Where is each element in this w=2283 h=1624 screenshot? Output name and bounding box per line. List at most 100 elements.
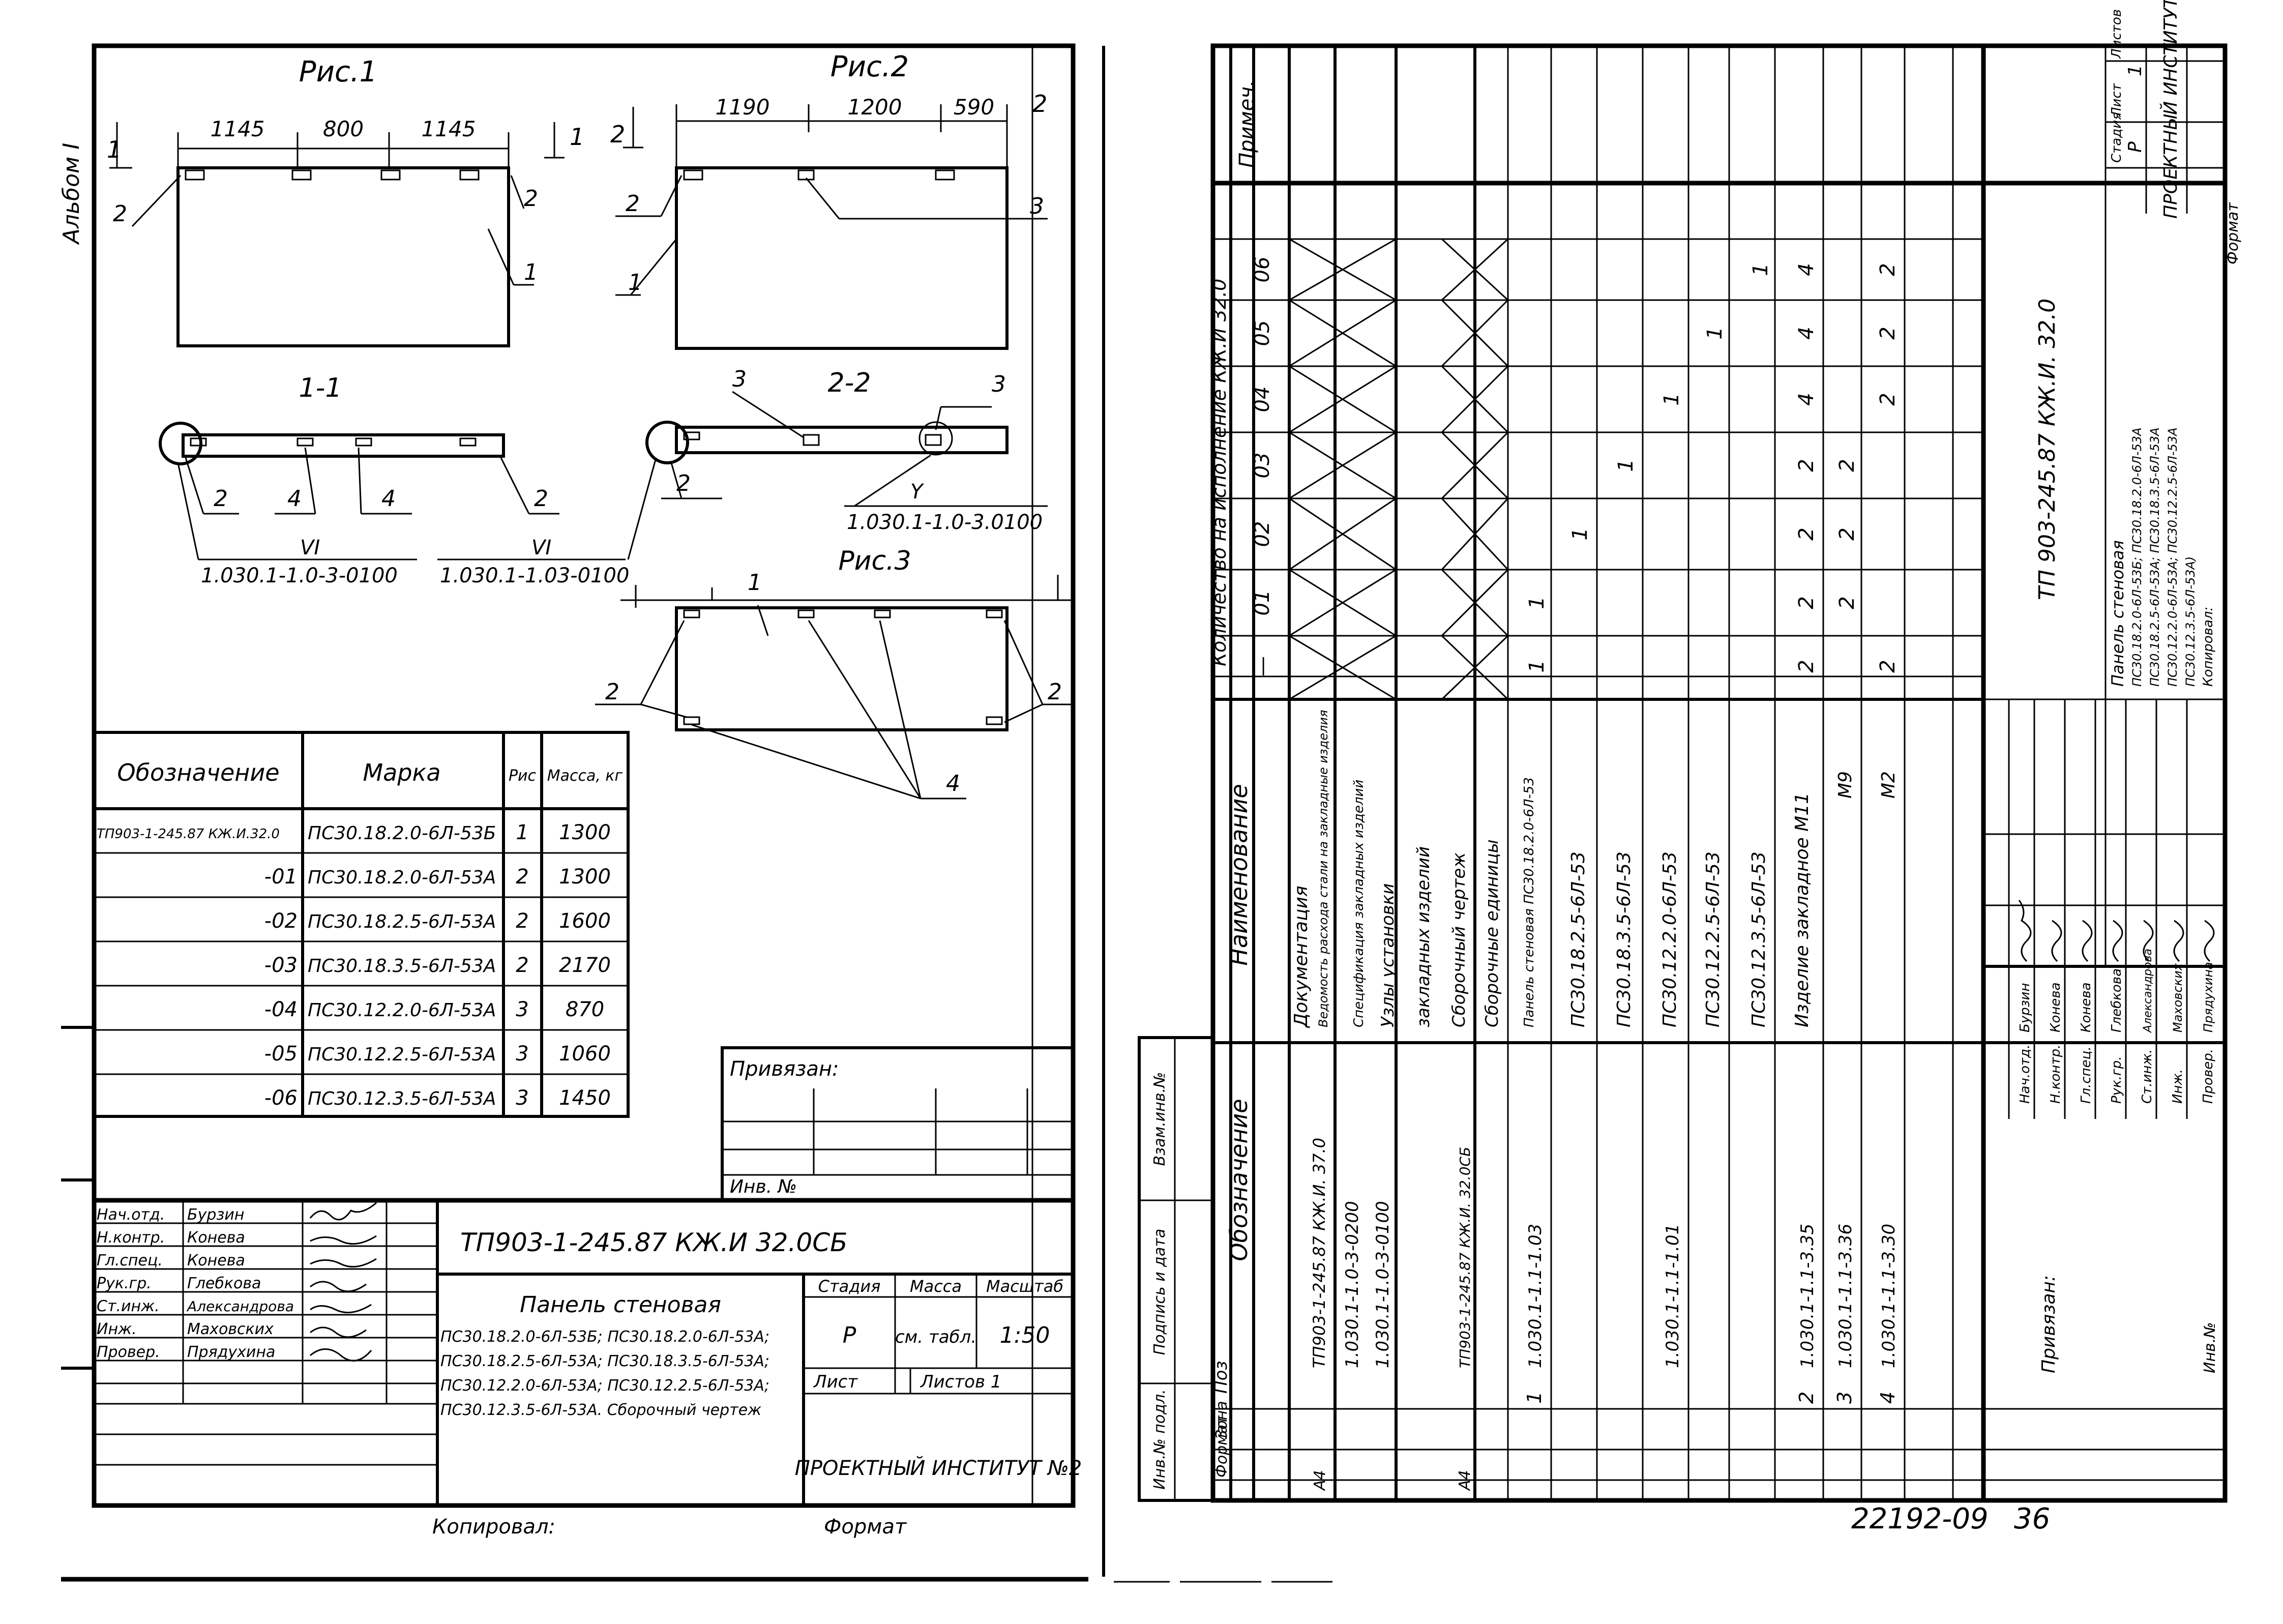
marks-row-2: -02 ПС30.18.2.5-6Л-53А 2 1600 [264,909,611,933]
marks-cell-marka: ПС30.18.3.5-6Л-53А [308,956,496,977]
spec-table-lines [1213,46,2225,1500]
left-doc-marks-4: ПС30.12.3.5-6Л-53А. Сборочный чертеж [440,1401,761,1419]
right-doc-marks-2: ПС30.18.2.5-6Л-53А; ПС30.18.3.5-6Л-53А [2148,427,2162,687]
right-doc-marks-3: ПС30.12.2.0-6Л-53А; ПС30.12.2.5-6Л-53А [2166,427,2180,687]
album-label: Альбом I [58,143,84,245]
fig2-callout-3: 3 [1030,193,1044,219]
left-title-block: Нач.отд. Бурзин Н.контр. Конева Гл.спец.… [92,1198,1082,1508]
spec-qty: 2 [1876,393,1900,405]
marks-cell-oboz: -05 [264,1042,298,1066]
marks-row-5: -05 ПС30.12.2.5-6Л-53А 3 1060 [264,1042,611,1066]
fig3-callout-4: 4 [946,771,960,796]
fig2-callout-2: 2 [626,191,640,217]
spec-qty: 1 [1614,459,1638,471]
spec-row: 4 1.030.1-1.1-3.30 М2 2 2 2 2 [1876,263,1900,1404]
right-format: Формат [2224,202,2242,264]
stamp-name: Александрова [2142,949,2154,1034]
left-stadiya-label: Стадия [818,1277,881,1296]
spec-row: ПС30.18.2.5-6Л-53 1 [1568,527,1592,1027]
variant-header: 06 [1251,257,1274,283]
spec-naim: Узлы установки [1378,883,1398,1027]
variant-header: 04 [1251,387,1274,412]
marks-cell-ris: 3 [516,1086,528,1110]
spec-oboz: 1.030.1-1.1-3.30 [1879,1224,1899,1368]
spec-naim: Панель стеновая ПС30.18.2.0-6Л-53 [1522,777,1537,1027]
spec-variant-headers: — 01 02 03 04 05 06 [1251,257,1274,676]
spec-oboz: 1.030.1-1.0-3-0100 [1373,1201,1393,1368]
left-sheet: Альбом I Рис.1 1145 800 1145 1 1 2 [58,43,1088,1582]
spec-qty: 2 [1835,527,1859,540]
figure-1: Рис.1 1145 800 1145 1 1 2 2 [107,55,584,347]
spec-qty: 2 [1835,596,1859,609]
spec-oboz: 1.030.1-1.1-1.03 [1525,1224,1546,1368]
spec-header-poz: Поз [1211,1361,1231,1394]
spec-qty: 1 [1660,393,1683,405]
left-doc-title: Панель стеновая [520,1292,721,1318]
stamp-name: Александрова [186,1298,294,1315]
stamp-role: Инж. [2170,1069,2185,1104]
sec11-callout-4b: 4 [381,486,396,512]
left-masshtab-label: Масштаб [986,1277,1063,1296]
marks-cell-ris: 3 [516,998,528,1021]
spec-qty: 2 [1835,459,1859,471]
right-list-label: Лист [2109,83,2124,117]
marks-cell-massa: 1300 [559,821,611,844]
spec-row: 1 1.030.1-1.1-1.03 Панель стеновая ПС30.… [1522,596,1549,1404]
figure-3-title: Рис.3 [838,546,911,576]
spec-poz: 2 [1795,1392,1818,1404]
spec-oboz: ТП903-1-245.87 КЖ.И. 37.0 [1310,1138,1329,1368]
spec-header-format: Формат [1213,1415,1231,1478]
right-sheet: Инв.№ подл. Подпись и дата Взам.инв.№ [1102,0,2242,1583]
marks-cell-ris: 2 [516,909,528,933]
right-stadiya-value: Р [2125,141,2146,153]
fig2-dim-1: 1190 [716,95,770,120]
spec-qty: 2 [1795,660,1818,672]
spec-qty: 2 [1876,327,1900,339]
spec-naim: Сборочный чертеж [1449,852,1469,1027]
right-doc-code: ТП 903-245.87 КЖ.И. 32.0 [2034,299,2060,600]
left-privyazan-block: Привязан: Инв. № [721,1046,1075,1202]
fig3-callout-2a: 2 [605,679,619,705]
spec-qty: 2 [1795,596,1818,609]
stamp-role: Гл.спец. [97,1252,163,1269]
spec-row: 3 1.030.1-1.1-3.36 М9 2 2 2 [1833,459,1859,1404]
spec-qty: 1 [1749,263,1772,276]
spec-header-oboz: Обозначение [1225,1099,1253,1261]
spec-cross-marks [1289,238,1509,700]
spec-row: А4 ТП903-1-245.87 КЖ.И. 37.0 Документаци… [1291,885,1329,1491]
stamp-name: Конева [2048,982,2063,1032]
marks-row-6: -06 ПС30.12.3.5-6Л-53А 3 1450 [264,1086,611,1110]
right-side-field-3: Взам.инв.№ [1151,1072,1169,1166]
fig1-callout-1: 1 [524,259,538,285]
right-doc-marks-1: ПС30.18.2.0-6Л-53Б; ПС30.18.2.0-6Л-53А [2130,427,2144,687]
spec-qty: 2 [1795,459,1818,471]
spec-row: ПС30.18.3.5-6Л-53 1 [1614,459,1638,1027]
footer-code: 22192-09 [1851,1502,1989,1536]
marks-header-marka: Марка [363,759,440,786]
spec-naim: ПС30.12.3.5-6Л-53 [1748,851,1769,1027]
sec22-ref: 1.030.1-1.0-3.0100 [847,511,1043,534]
right-title-block: ТП 903-245.87 КЖ.И. 32.0 Панель стеновая… [1981,0,2242,1503]
fig1-callout-2a: 2 [113,201,127,227]
sec11-callout-2b: 2 [534,486,548,512]
stamp-role: Инж. [97,1320,137,1338]
sec11-ref-mark: VI [300,536,320,559]
marks-cell-marka: ПС30.18.2.5-6Л-53А [308,911,496,932]
sec11-ref-1: 1.030.1-1.0-3-0100 [201,564,398,587]
spec-poz: 4 [1877,1392,1899,1404]
marks-cell-ris: 1 [516,821,528,844]
spec-header-qty: Количество на исполнение КЖ.И 32.0 [1208,279,1230,666]
spec-qty: 1 [1525,660,1549,672]
variant-header: 05 [1251,320,1274,346]
spec-naim: ПС30.12.2.5-6Л-53 [1703,851,1724,1027]
right-frame [1210,43,2228,1503]
stamp-name: Маховских [2171,963,2185,1032]
spec-oboz: ТП903-1-245.87 КЖ.И. 32.0СБ [1457,1147,1473,1368]
spec-row: 1.030.1-1.0-3-0200 Ведомость расхода ста… [1316,710,1362,1368]
marks-header-ris: Рис [509,767,537,785]
spec-naim: Спецификация закладных изделий [1351,780,1367,1027]
left-masshtab-value: 1:50 [1000,1322,1050,1348]
left-listov-label: Листов 1 [920,1372,1001,1392]
spec-row: А4 ТП903-1-245.87 КЖ.И. 32.0СБ Сборочный… [1449,852,1474,1491]
section-mark-2-right: 2 [1032,90,1047,117]
